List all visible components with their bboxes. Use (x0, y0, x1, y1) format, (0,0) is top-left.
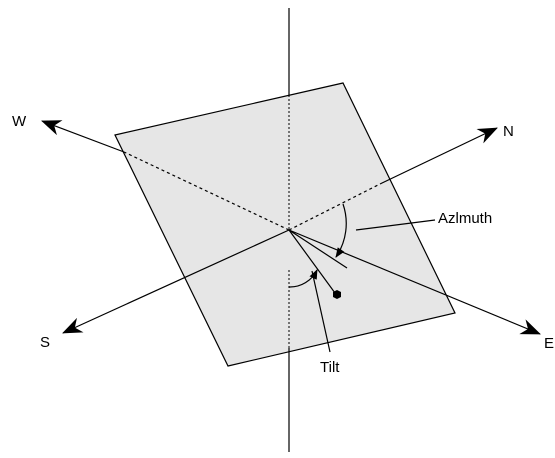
label-tilt: Tilt (320, 359, 340, 376)
azimuth-arc (335, 203, 347, 258)
south-axis (62, 229, 290, 334)
label-azimuth: Azlmuth (438, 210, 492, 227)
panel-plane (114, 82, 456, 367)
label-west: W (12, 113, 27, 130)
label-east: E (544, 335, 554, 352)
west-axis-solid (41, 120, 125, 153)
east-axis (288, 229, 541, 335)
label-south: S (40, 334, 50, 351)
panel-normal-line (288, 229, 348, 269)
cube-marker (333, 290, 341, 299)
north-axis-solid (379, 127, 498, 185)
west-axis-dashed (123, 151, 290, 231)
tilt-reference-line (288, 229, 336, 294)
label-north: N (503, 123, 514, 140)
north-axis-dashed (288, 183, 381, 231)
tilt-leader (311, 270, 331, 353)
azimuth-leader (355, 219, 436, 231)
tilt-arc (288, 269, 318, 288)
